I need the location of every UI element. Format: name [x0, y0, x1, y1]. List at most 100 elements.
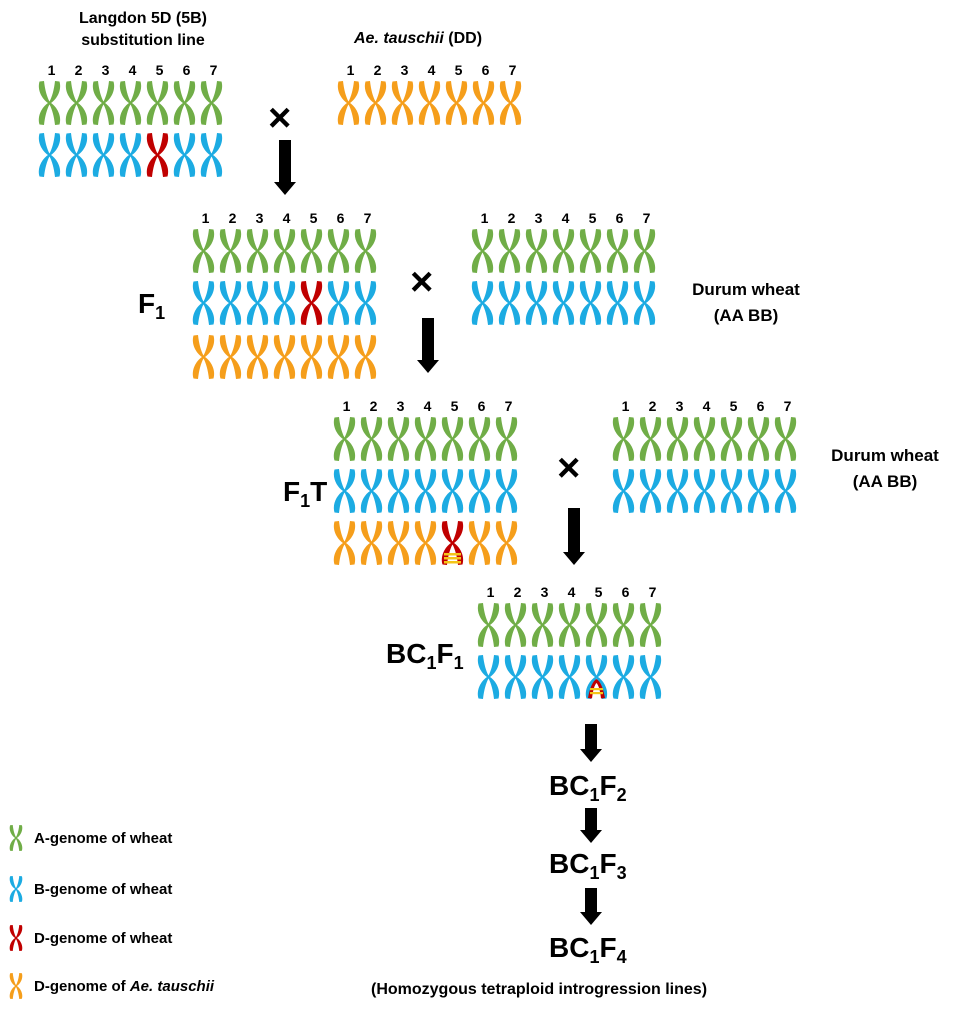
bc1f1-b-chromosome-3: [531, 655, 554, 699]
durum1-b-chromosome-7: [633, 281, 656, 325]
chromosome-number-1: 1: [342, 398, 351, 414]
bc1f1-b-chromosome-6: [612, 655, 635, 699]
chromosome-number-2: 2: [373, 62, 382, 78]
chromosome-number-2: 2: [513, 584, 522, 600]
durum2-a-chromosome-1: [612, 417, 635, 461]
durum2-b-chromosome-2: [639, 469, 662, 513]
chromosome-number-3: 3: [534, 210, 543, 226]
f1-a-chromosome-3: [246, 229, 269, 273]
chromosome-number-4: 4: [702, 398, 711, 414]
f1t-d-chromosome-6: [468, 521, 491, 565]
f1t-b-chromosome-1: [333, 469, 356, 513]
f1-a-chromosome-7: [354, 229, 377, 273]
chromosome-number-7: 7: [209, 62, 218, 78]
tauschii-d-chromosome-1: [337, 81, 360, 125]
generation-bc1f2: BC1F2: [549, 770, 627, 805]
durum-wheat-label-1: Durum wheat (AA BB): [676, 280, 816, 326]
d-genome-wheat-chromosome-icon: [8, 918, 24, 958]
durum1-b-chromosome-5: [579, 281, 602, 325]
generation-f1: F1: [138, 288, 166, 323]
chromosome-number-4: 4: [423, 398, 432, 414]
f1-b-chromosome-5: [300, 281, 323, 325]
durum2-a-chromosome-2: [639, 417, 662, 461]
bc1f1-a-chromosome-1: [477, 603, 500, 647]
f1-d-chromosome-6: [327, 335, 350, 379]
bc1f1-b-chromosome-5: [585, 655, 608, 699]
chromosome-number-7: 7: [648, 584, 657, 600]
bc1f1-b-chromosome-4: [558, 655, 581, 699]
f1t-b-chromosome-5: [441, 469, 464, 513]
f1t-a-chromosome-3: [387, 417, 410, 461]
chromosome-number-3: 3: [101, 62, 110, 78]
chromosome-number-7: 7: [642, 210, 651, 226]
chromosome-number-5: 5: [594, 584, 603, 600]
durum1-b-chromosome-4: [552, 281, 575, 325]
tauschii-d-chromosome-2: [364, 81, 387, 125]
f1t-b-chromosome-2: [360, 469, 383, 513]
durum1-b-chromosome-6: [606, 281, 629, 325]
arrow-down-4: [580, 724, 602, 762]
a-genome-chromosome-icon: [8, 818, 24, 858]
f1-a-chromosome-1: [192, 229, 215, 273]
durum2-b-chromosome-1: [612, 469, 635, 513]
bc1f1-a-chromosome-7: [639, 603, 662, 647]
langdon-b-chromosome-3: [92, 133, 115, 177]
f1t-a-chromosome-6: [468, 417, 491, 461]
tauschii-d-chromosome-5: [445, 81, 468, 125]
legend-item-a-genome: A-genome of wheat: [8, 818, 172, 858]
durum1-a-chromosome-2: [498, 229, 521, 273]
tauschii-d-chromosome-4: [418, 81, 441, 125]
durum2-b-chromosome-4: [693, 469, 716, 513]
chromosome-number-6: 6: [615, 210, 624, 226]
chromosome-number-5: 5: [309, 210, 318, 226]
f1t-a-chromosome-2: [360, 417, 383, 461]
legend-label-d-genome-wheat: D-genome of wheat: [34, 929, 173, 947]
langdon-title: Langdon 5D (5B) substitution line: [38, 10, 248, 50]
bc1f1-b-chromosome-7: [639, 655, 662, 699]
durum2-a-chromosome-3: [666, 417, 689, 461]
langdon-title-line1: Langdon 5D (5B): [79, 10, 207, 27]
f1t-b-chromosome-3: [387, 469, 410, 513]
b-genome-chromosome-icon: [8, 869, 24, 909]
f1-d-chromosome-2: [219, 335, 242, 379]
durum-wheat-name-2: Durum wheat: [831, 446, 939, 465]
bc1f1-a-chromosome-3: [531, 603, 554, 647]
durum1-a-chromosome-5: [579, 229, 602, 273]
generation-bc1f3: BC1F3: [549, 848, 627, 883]
f1t-d-chromosome-1: [333, 521, 356, 565]
chromosome-number-5: 5: [155, 62, 164, 78]
f1t-a-chromosome-4: [414, 417, 437, 461]
chromosome-number-1: 1: [480, 210, 489, 226]
durum-wheat-label-2: Durum wheat (AA BB): [815, 446, 955, 492]
chromosome-number-6: 6: [182, 62, 191, 78]
tauschii-d-chromosome-7: [499, 81, 522, 125]
langdon-b-chromosome-6: [173, 133, 196, 177]
arrow-down-1: [274, 140, 296, 195]
f1-b-chromosome-2: [219, 281, 242, 325]
f1-a-chromosome-5: [300, 229, 323, 273]
tauschii-d-chromosome-6: [472, 81, 495, 125]
cross-symbol-1: ×: [268, 96, 292, 140]
f1-d-chromosome-5: [300, 335, 323, 379]
chromosome-number-1: 1: [621, 398, 630, 414]
f1t-d-chromosome-4: [414, 521, 437, 565]
cross-symbol-3: ×: [557, 446, 581, 490]
f1t-b-chromosome-7: [495, 469, 518, 513]
chromosome-number-1: 1: [346, 62, 355, 78]
chromosome-number-2: 2: [74, 62, 83, 78]
chromosome-number-3: 3: [255, 210, 264, 226]
chromosome-number-4: 4: [567, 584, 576, 600]
chromosome-number-5: 5: [450, 398, 459, 414]
chromosome-number-2: 2: [369, 398, 378, 414]
langdon-b-chromosome-5: [146, 133, 169, 177]
legend-item-b-genome: B-genome of wheat: [8, 869, 172, 909]
legend-label-b-genome: B-genome of wheat: [34, 880, 173, 898]
langdon-a-chromosome-1: [38, 81, 61, 125]
legend-item-d-genome-tauschii: D-genome of Ae. tauschii: [8, 966, 214, 1006]
legend-label-a-genome: A-genome of wheat: [34, 829, 173, 847]
chromosome-number-4: 4: [282, 210, 291, 226]
